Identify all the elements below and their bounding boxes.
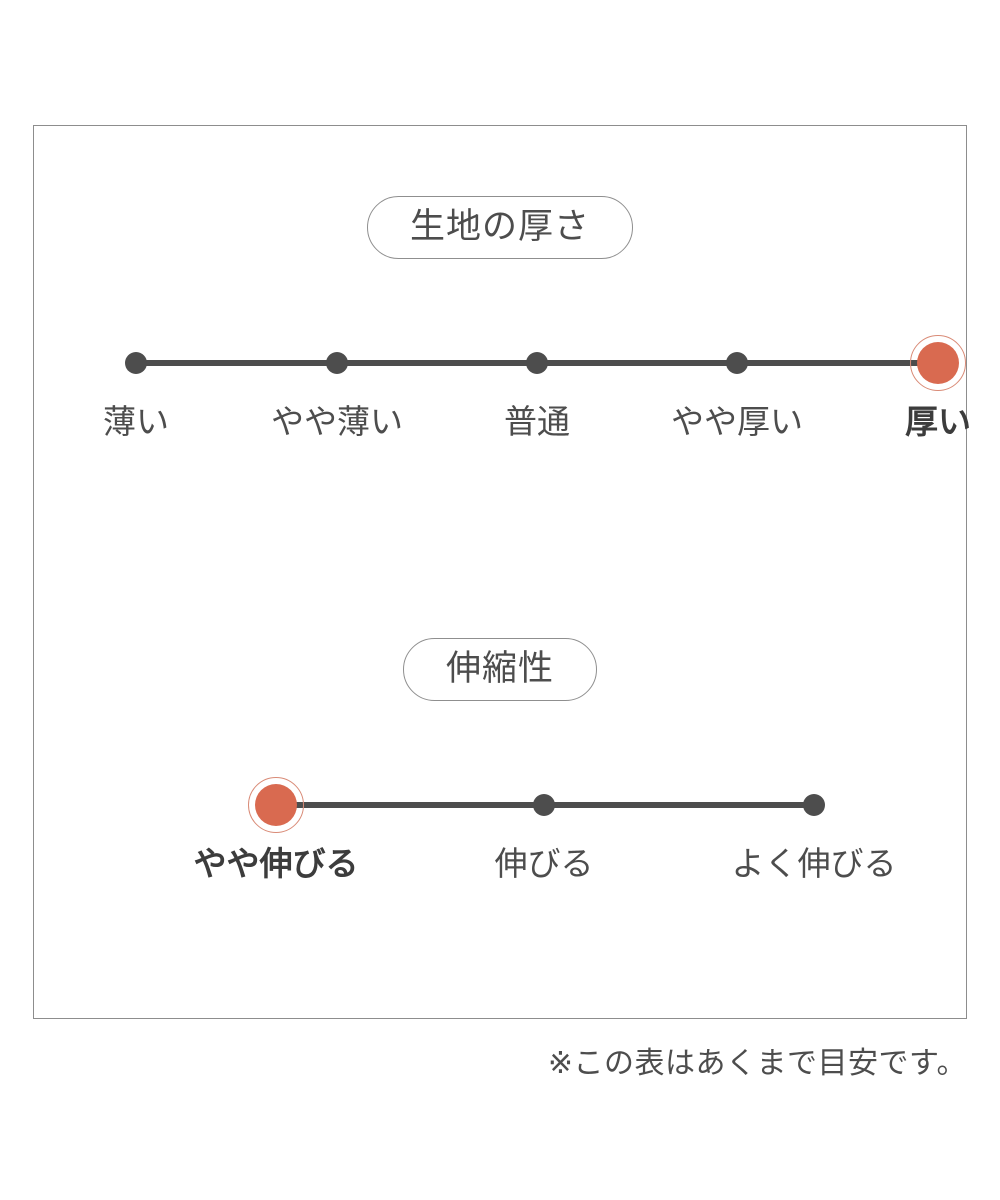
scale-point-label: 普通 — [504, 403, 570, 440]
scale-point-label: よく伸びる — [731, 845, 897, 882]
scale-dot-icon — [326, 352, 348, 374]
section-fabric-thickness: 生地の厚さ 薄い やや薄い 普通 やや厚い — [34, 196, 971, 438]
selected-ring-icon — [910, 335, 966, 391]
scale-point-label: やや厚い — [671, 403, 803, 440]
scale-stretchiness: やや伸びる 伸びる よく伸びる — [34, 755, 966, 880]
scale-dot-selected-icon — [255, 784, 297, 826]
scale-point-label: やや薄い — [271, 403, 403, 440]
scale-point-label: やや伸びる — [193, 845, 359, 882]
scale-point-label: 厚い — [905, 403, 971, 440]
section-title-badge-fabric-thickness: 生地の厚さ — [366, 196, 633, 259]
section-title-row: 生地の厚さ — [34, 196, 966, 259]
scale-dot-icon — [803, 794, 825, 816]
scale-dot-icon — [125, 352, 147, 374]
scale-point-label: 伸びる — [494, 845, 594, 882]
footnote-disclaimer: ※この表はあくまで目安です。 — [547, 1047, 967, 1080]
scale-dot-icon — [533, 794, 555, 816]
section-title-badge-stretchiness: 伸縮性 — [402, 638, 597, 701]
selected-ring-icon — [248, 777, 304, 833]
section-stretchiness: 伸縮性 やや伸びる 伸びる よく伸びる — [34, 638, 966, 880]
section-title-row: 伸縮性 — [34, 638, 966, 701]
spec-card: 生地の厚さ 薄い やや薄い 普通 やや厚い — [33, 125, 971, 1019]
scale-fabric-thickness: 薄い やや薄い 普通 やや厚い 厚い — [34, 313, 971, 438]
scale-dot-icon — [726, 352, 748, 374]
scale-dot-selected-icon — [917, 342, 959, 384]
scale-point-label: 薄い — [103, 403, 169, 440]
scale-dot-icon — [526, 352, 548, 374]
